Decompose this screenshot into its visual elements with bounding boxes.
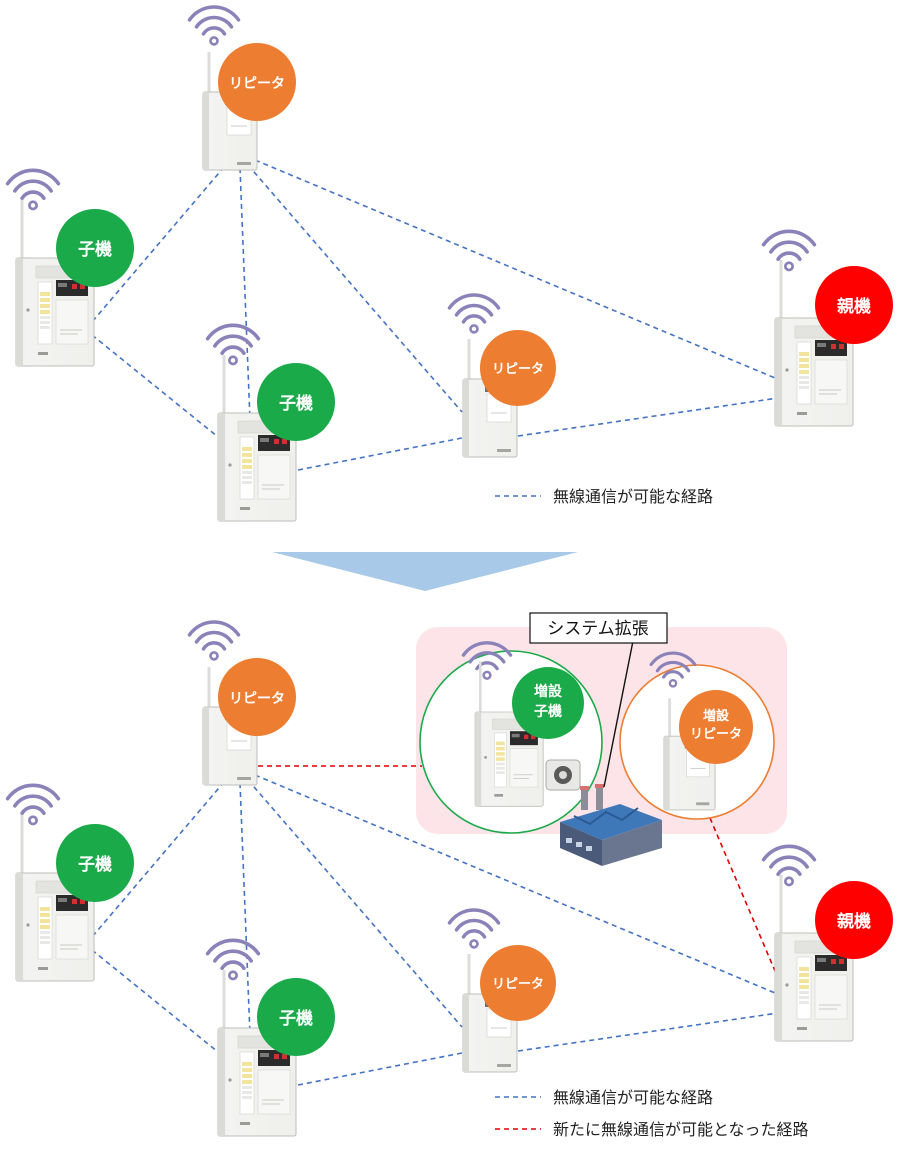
child-badge-label: 子機 — [78, 854, 112, 875]
route-line — [239, 167, 251, 421]
repeater-node: リピータ — [447, 908, 556, 1074]
repeater-badge-label: リピータ — [229, 691, 285, 707]
added-repeater-node: 増設 リピータ — [619, 651, 775, 820]
child-node: 子機 — [5, 783, 134, 983]
legend-bottom: 無線通信が可能な経路 新たに無線通信が可能となった経路 — [495, 1088, 809, 1139]
down-arrow — [272, 552, 578, 591]
route-line — [247, 164, 463, 413]
route-line — [91, 949, 219, 1053]
top-diagram: リピータ 子機 子機 リピータ 親機 — [5, 5, 893, 523]
child-badge — [56, 824, 134, 902]
route-line — [239, 782, 251, 1036]
parent-node: 親機 — [761, 229, 893, 428]
child-badge — [257, 978, 335, 1056]
top-routes — [91, 159, 779, 471]
factory-icon — [560, 784, 662, 866]
child-badge-label: 子機 — [279, 393, 313, 414]
new-routes — [258, 765, 779, 979]
repeater-node: リピータ — [187, 5, 296, 172]
route-line — [247, 779, 463, 1028]
signal-icon — [205, 323, 261, 366]
route-line — [517, 1012, 779, 1052]
system-expansion-callout: システム拡張 — [529, 612, 668, 788]
legend: 無線通信が可能な経路 — [495, 487, 713, 506]
repeater-badge-label: リピータ — [229, 76, 285, 92]
signal-icon — [5, 168, 61, 211]
bottom-diagram: リピータ 子機 子機 リピータ 親機 — [5, 612, 893, 1139]
added-child-node: 増設 子機 — [419, 641, 603, 834]
repeater-badge — [480, 330, 556, 406]
signal-icon — [761, 229, 817, 272]
new-route-line — [709, 817, 779, 979]
route-line — [254, 774, 776, 994]
parent-badge — [815, 266, 893, 344]
route-line — [297, 437, 463, 471]
child-badge-label: 子機 — [279, 1008, 313, 1029]
child-badge — [257, 363, 335, 441]
repeater-badge-label: リピータ — [492, 362, 544, 377]
repeater-node: リピータ — [447, 293, 556, 459]
parent-badge-label: 親機 — [837, 911, 871, 932]
added-child-badge-line2: 子機 — [534, 703, 562, 720]
sensor-icon — [545, 759, 581, 791]
parent-badge-label: 親機 — [837, 296, 871, 317]
route-line — [91, 334, 219, 438]
signal-icon — [761, 844, 817, 887]
repeater-badge — [218, 43, 296, 121]
signal-icon — [205, 938, 261, 981]
child-node: 子機 — [205, 938, 335, 1138]
system-expansion-label: システム拡張 — [547, 619, 649, 639]
legend-possible-route: 無線通信が可能な経路 — [553, 1088, 713, 1107]
added-repeater-badge — [679, 690, 753, 764]
signal-icon — [187, 5, 241, 47]
repeater-badge — [480, 945, 556, 1021]
signal-icon — [5, 783, 61, 826]
child-badge — [56, 209, 134, 287]
added-child-badge-line1: 増設 — [534, 683, 563, 700]
added-repeater-badge-line2: リピータ — [690, 727, 742, 742]
callout-pointer — [603, 640, 634, 788]
child-node: 子機 — [205, 323, 335, 523]
child-node: 子機 — [5, 168, 134, 368]
repeater-node: リピータ — [187, 620, 296, 787]
route-line — [254, 159, 776, 379]
signal-icon — [447, 293, 501, 335]
legend-new-route: 新たに無線通信が可能となった経路 — [553, 1120, 809, 1139]
child-badge-label: 子機 — [78, 239, 112, 260]
repeater-badge-label: リピータ — [492, 977, 544, 992]
signal-icon — [187, 620, 241, 662]
route-line — [517, 397, 779, 437]
legend-possible-route: 無線通信が可能な経路 — [553, 487, 713, 506]
route-line — [297, 1052, 463, 1086]
parent-badge — [815, 881, 893, 959]
parent-node: 親機 — [761, 844, 893, 1043]
signal-icon — [447, 908, 501, 950]
added-repeater-badge-line1: 増設 — [703, 708, 730, 724]
callout-box — [529, 612, 668, 644]
repeater-badge — [218, 658, 296, 736]
added-child-badge — [512, 667, 584, 739]
bottom-routes — [91, 774, 779, 1086]
